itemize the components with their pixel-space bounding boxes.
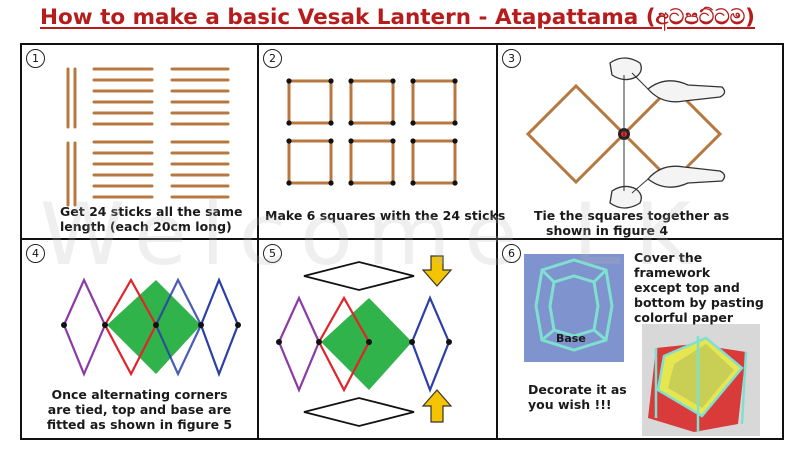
step-1-panel: 1 Get 24 sticks all the same length (eac… (22, 45, 257, 238)
tie-squares-illustration (525, 57, 726, 209)
arrow-up-icon (421, 389, 453, 423)
step-5-panel: 5 (259, 240, 496, 438)
step-4-caption: Once alternating corners are tied, top a… (46, 387, 233, 432)
top-piece (303, 261, 415, 291)
stick-square (286, 78, 334, 126)
step-1-number: 1 (26, 49, 45, 68)
step-2-number: 2 (263, 49, 282, 68)
hand-icon (609, 57, 642, 81)
step-6-panel: 6 Base Cover the framework except top an… (498, 240, 782, 438)
step-3-caption: Tie the squares together as shown in fig… (534, 208, 730, 238)
step-6-caption: Cover the framework except top and botto… (634, 250, 764, 325)
step-1-caption: Get 24 sticks all the same length (each … (60, 204, 243, 234)
finished-lantern-illustration (524, 254, 760, 436)
stick-square (410, 138, 458, 186)
step-6-number: 6 (502, 244, 521, 263)
step-4-panel: 4 Once alternating corners are tied, top… (22, 240, 257, 438)
arrow-down-icon (421, 255, 453, 287)
grid-divider-row (20, 238, 784, 240)
base-piece (303, 397, 415, 427)
page-title: How to make a basic Vesak Lantern - Atap… (40, 5, 756, 30)
grid-divider-1 (257, 43, 259, 440)
step-3-number: 3 (502, 49, 521, 68)
grid-divider-2 (496, 43, 498, 440)
steps-grid (20, 43, 784, 440)
stick-square (286, 138, 334, 186)
step-5-number: 5 (263, 244, 282, 263)
stick-square (348, 138, 396, 186)
tied-framework-illustration (61, 277, 241, 378)
step-2-caption: Make 6 squares with the 24 sticks (265, 208, 506, 223)
top-and-base-illustration (276, 255, 453, 427)
step-6-note: Decorate it as you wish !!! (528, 382, 627, 412)
step-4-number: 4 (26, 244, 45, 263)
base-label: Base (556, 332, 586, 345)
step-3-panel: 3 Tie the squares together as shown in f… (498, 45, 782, 238)
sticks-illustration (66, 67, 230, 207)
stick-square (410, 78, 458, 126)
stick-square (348, 78, 396, 126)
squares-illustration (286, 78, 458, 186)
step-2-panel: 2 Make 6 squares with the 24 sticks (259, 45, 505, 238)
